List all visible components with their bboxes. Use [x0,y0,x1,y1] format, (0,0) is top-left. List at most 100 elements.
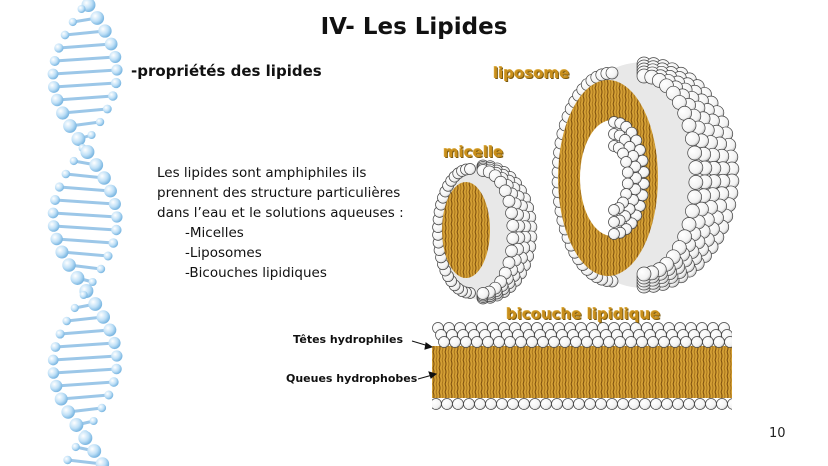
heads-label: Têtes hydrophiles [293,333,404,346]
helix-rung [56,237,114,245]
helix-bead [55,245,69,259]
helix-bead [108,238,119,248]
helix-bead [104,184,117,198]
head-group [595,398,607,410]
head-group [620,156,632,168]
helix-bead [54,43,64,53]
helix-bead [88,277,97,287]
liposome-diagram [551,56,740,294]
helix-rung [56,380,114,388]
liposome-label: liposome [493,64,570,82]
head-group [647,336,659,348]
helix-bead [98,24,112,38]
helix-bead [54,182,65,192]
helix-rung [54,55,116,63]
helix-bead [97,171,111,185]
helix-bead [47,68,59,80]
helix-bead [109,51,122,63]
helix-bead [61,405,75,419]
helix-bead [50,379,63,393]
helix-bead [103,251,113,261]
helix-bead [71,442,80,452]
head-group [540,398,552,410]
helix-bead [95,457,110,466]
head-group [581,336,593,348]
helix-bead [50,342,61,352]
head-group [727,398,732,410]
head-group [493,336,505,348]
helix-bead [108,197,121,211]
head-group [713,336,725,348]
body-text: Les lipides sont amphiphiles ils prennen… [157,163,404,283]
head-group [505,206,518,220]
helix-bead [48,81,60,93]
head-group [548,336,560,348]
head-group [608,204,620,216]
head-group [506,232,520,245]
list-item: -Liposomes [185,245,262,261]
head-group [702,336,714,348]
helix-bead [111,350,123,362]
head-group [621,177,634,190]
head-group [452,398,464,410]
head-group [687,145,703,161]
slide-subtitle: -propriétés des lipides [131,62,322,80]
head-group [537,336,549,348]
helix-bead [108,91,118,101]
head-group [669,336,681,348]
head-group [506,219,520,232]
helix-bead [89,416,98,426]
head-group [529,398,541,410]
head-group [685,131,700,147]
helix-bead [47,207,59,219]
head-group [605,66,619,80]
helix-bead [88,297,103,311]
helix-bead [97,403,107,413]
helix-bead [60,30,70,40]
head-group [637,166,650,178]
helix-bead [54,392,68,406]
helix-bead [111,363,122,375]
head-group [724,336,732,348]
head-group [614,336,626,348]
head-group [650,398,662,410]
helix-bead [111,64,123,76]
head-group [570,336,582,348]
tails-label: Queues hydrophobes [286,372,418,385]
helix-rung [59,185,111,193]
helix-bead [62,258,76,272]
head-group [460,336,472,348]
helix-rung [53,354,117,362]
helix-bead [63,455,72,465]
slide-title: IV- Les Lipides [320,14,508,40]
head-group [683,398,695,410]
head-group [464,163,476,175]
bilayer-label: bicouche lipidique [506,305,661,323]
head-group [687,189,703,205]
head-group [449,336,461,348]
head-group [504,336,516,348]
helix-bead [103,323,117,337]
head-group [691,336,703,348]
helix-bead [69,418,84,432]
helix-rung [64,29,106,37]
helix-rung [61,250,109,258]
head-group [518,398,530,410]
head-group [688,160,704,175]
helix-rung [59,328,111,336]
head-group [432,398,442,410]
body-line: Les lipides sont amphiphiles ils [157,165,367,181]
helix-bead [62,316,71,326]
helix-rung [53,81,117,89]
head-group [476,287,490,300]
helix-rung [55,198,115,206]
helix-bead [104,37,118,51]
head-group [551,398,563,410]
head-group [603,336,615,348]
helix-rung [53,224,117,232]
micelle-label: micelle [443,143,504,161]
head-group [584,398,596,410]
head-group [505,244,518,258]
helix-bead [111,211,123,223]
